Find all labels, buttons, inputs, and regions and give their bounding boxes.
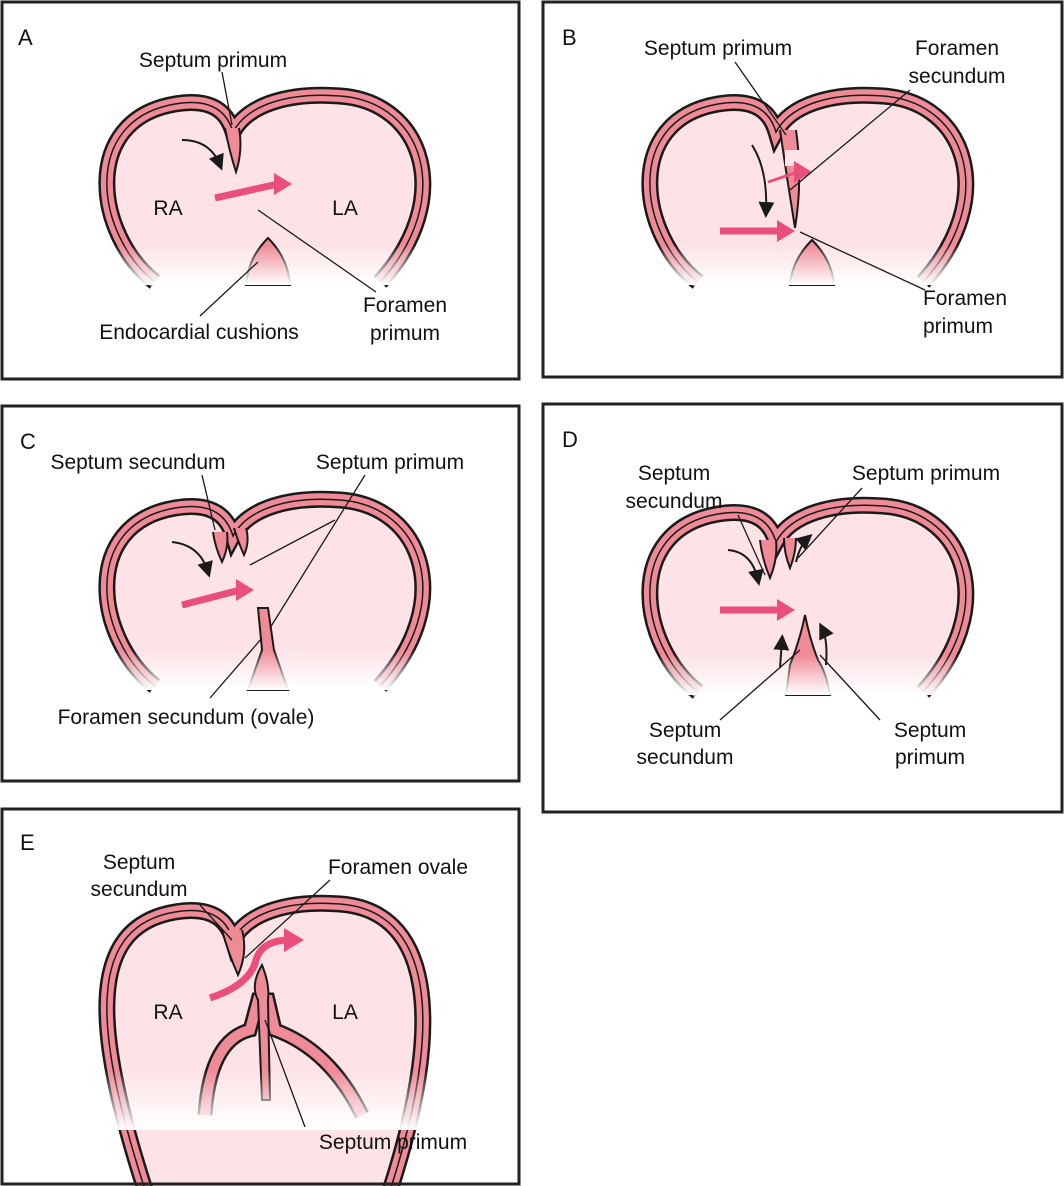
flow-arrow-head — [236, 579, 254, 601]
septum-primum — [253, 962, 272, 1101]
flow-arrow-secundum-head — [794, 161, 812, 183]
label-septum-secundum-bottom-1: Septum — [649, 719, 721, 742]
flow-arrow — [214, 180, 279, 202]
septum-secundum — [212, 531, 229, 565]
panel-a-frame — [0, 0, 521, 381]
label-septum-primum: Septum primum — [316, 451, 464, 474]
flow-arrow-black-2-icon — [795, 534, 813, 563]
panel-d-letter: D — [562, 427, 578, 452]
leader-septum-secundum-bottom — [719, 649, 801, 721]
anatomy-shapes — [60, 61, 1023, 1186]
label-foramen-primum-2: primum — [923, 315, 993, 338]
label-la: LA — [332, 1001, 358, 1024]
leader-foramen-secundum — [209, 637, 263, 699]
panel-e-letter: E — [20, 830, 35, 855]
panel-c-frame — [0, 404, 521, 783]
panel-c-letter: C — [20, 429, 36, 454]
leader-septum-secundum — [199, 904, 233, 941]
label-septum-primum-bottom-2: primum — [895, 746, 965, 769]
label-septum-secundum-top-2: secundum — [626, 490, 723, 513]
panel-e-frame — [0, 807, 521, 1186]
septum-secundum — [221, 929, 246, 978]
flow-arrow-black-3-icon — [773, 634, 790, 669]
flow-arrow-head — [274, 173, 292, 195]
label-foramen-primum-2: primum — [370, 322, 440, 345]
leader-septum-primum-bottom — [819, 654, 881, 721]
panel-d-frame — [541, 402, 1064, 814]
panel-b-atrium-cavity — [649, 95, 966, 282]
septum-primum — [224, 127, 242, 176]
label-ra: RA — [153, 1001, 182, 1024]
label-foramen-primum-1: Foramen — [923, 287, 1007, 310]
bottom-fade — [603, 655, 1023, 695]
panel-b-frame — [541, 0, 1064, 379]
leader-septum-primum-top — [797, 487, 863, 559]
panel-a-letter: A — [18, 25, 33, 50]
label-la: LA — [332, 197, 358, 220]
bottom-fade — [603, 245, 1023, 285]
flow-arrow-secundum — [767, 170, 799, 184]
leader-septum-primum — [734, 61, 787, 136]
leader-septum-secundum-top — [737, 514, 766, 576]
leader-foramen-secundum — [789, 89, 911, 191]
label-septum-primum-top: Septum primum — [852, 462, 1000, 485]
panel-d-atrium-cavity — [649, 505, 966, 692]
bottom-fade — [60, 1070, 480, 1130]
leader-foramen-ovale — [244, 879, 331, 959]
foramen-secundum-gap — [785, 150, 805, 166]
leader-foramen-primum — [257, 209, 377, 293]
label-foramen-secundum-1: Foramen — [915, 37, 999, 60]
label-septum-secundum-1: Septum — [103, 851, 175, 874]
flow-arrow-black-icon — [751, 144, 775, 218]
panel-a-wall-inner-line — [106, 94, 424, 283]
label-septum-secundum: Septum secundum — [50, 451, 225, 474]
label-septum-primum-bottom-1: Septum — [894, 719, 966, 742]
flow-arrow — [181, 586, 241, 609]
bottom-fade — [60, 650, 480, 690]
label-septum-secundum-2: secundum — [91, 878, 188, 901]
septum-secundum-top — [759, 539, 778, 581]
leader-septum-secundum — [201, 474, 216, 531]
label-foramen-secundum-ovale: Foramen secundum (ovale) — [58, 706, 315, 729]
label-foramen-secundum-2: secundum — [909, 65, 1006, 88]
leader-septum-primum — [264, 1019, 306, 1128]
panel-d-wall-inner-line — [649, 504, 967, 693]
leader-septum-primum-2 — [269, 474, 366, 629]
leader-endocardial-cushions — [199, 261, 259, 317]
label-septum-secundum-top-1: Septum — [638, 462, 710, 485]
label-endocardial-cushions: Endocardial cushions — [99, 321, 299, 344]
label-septum-secundum-bottom-2: secundum — [637, 746, 734, 769]
leader-septum-primum — [221, 71, 233, 126]
label-foramen-ovale: Foramen ovale — [328, 856, 468, 879]
label-septum-primum: Septum primum — [644, 37, 792, 60]
panel-b-letter: B — [562, 25, 577, 50]
flow-arrow-black-icon — [181, 139, 224, 171]
label-ra: RA — [153, 197, 182, 220]
flow-arrow — [208, 936, 291, 1002]
label-septum-primum: Septum primum — [139, 49, 287, 72]
label-septum-primum: Septum primum — [319, 1131, 467, 1154]
label-foramen-primum-1: Foramen — [363, 294, 447, 317]
flow-arrow-black-icon — [727, 549, 764, 586]
septum-primum-upper — [233, 527, 249, 558]
flow-arrow-head — [777, 220, 795, 242]
flow-arrow-head — [777, 599, 795, 621]
panel-b-wall-inner-line — [649, 94, 967, 283]
flow-arrow-black-icon — [171, 541, 213, 578]
leader-foramen-primum — [799, 231, 926, 291]
leader-septum-primum — [249, 519, 336, 566]
bottom-fade — [60, 245, 480, 285]
flow-arrow-head — [284, 928, 304, 952]
